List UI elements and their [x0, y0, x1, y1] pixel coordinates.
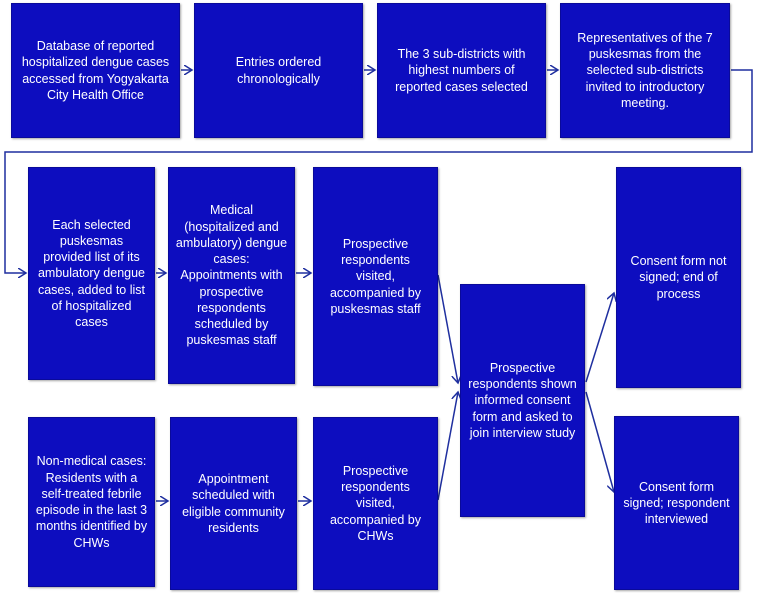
box-puskesmas-invited-text: Representatives of the 7 puskesmas from … [577, 30, 713, 110]
box-ambulatory-list-text: Each selected puskesmas provided list of… [37, 217, 146, 330]
box-visited-puskesmas-staff-text: Prospective respondents visited, accompa… [329, 236, 422, 316]
arrow-nonmedical-to-center [437, 392, 458, 501]
box-database-accessed-text: Database of reported hospitalized dengue… [21, 39, 170, 102]
box-consent-form-shown: Prospective respondents shown informed c… [460, 284, 585, 517]
box-nonmedical-cases-text: Non-medical cases: Residents with a self… [35, 454, 148, 550]
box-consent-not-signed: Consent form not signed; end of process [616, 167, 741, 388]
box-community-appointment: Appointment scheduled with eligible comm… [170, 417, 297, 590]
box-visited-chws: Prospective respondents visited, accompa… [313, 417, 438, 590]
box-ambulatory-list: Each selected puskesmas provided list of… [28, 167, 155, 380]
arrow-medical-to-center [437, 274, 458, 383]
box-subdistricts-selected: The 3 sub-districts with highest numbers… [377, 3, 546, 138]
box-entries-ordered-text: Entries ordered chronologically [235, 55, 322, 86]
box-database-accessed: Database of reported hospitalized dengue… [11, 3, 180, 138]
box-consent-form-shown-text: Prospective respondents shown informed c… [468, 360, 577, 440]
box-medical-appointments: Medical (hospitalized and ambulatory) de… [168, 167, 295, 384]
box-nonmedical-cases: Non-medical cases: Residents with a self… [28, 417, 155, 587]
box-puskesmas-invited: Representatives of the 7 puskesmas from … [560, 3, 730, 138]
box-consent-not-signed-text: Consent form not signed; end of process [630, 254, 727, 301]
arrow-center-to-not-signed [585, 293, 614, 383]
arrow-center-to-signed [585, 391, 614, 492]
box-entries-ordered: Entries ordered chronologically [194, 3, 363, 138]
box-visited-chws-text: Prospective respondents visited, accompa… [329, 463, 422, 543]
box-visited-puskesmas-staff: Prospective respondents visited, accompa… [313, 167, 438, 386]
box-medical-appointments-text: Medical (hospitalized and ambulatory) de… [175, 203, 288, 348]
box-consent-signed: Consent form signed; respondent intervie… [614, 416, 739, 590]
box-subdistricts-selected-text: The 3 sub-districts with highest numbers… [395, 47, 528, 94]
box-community-appointment-text: Appointment scheduled with eligible comm… [182, 472, 285, 535]
box-consent-signed-text: Consent form signed; respondent intervie… [623, 479, 730, 527]
